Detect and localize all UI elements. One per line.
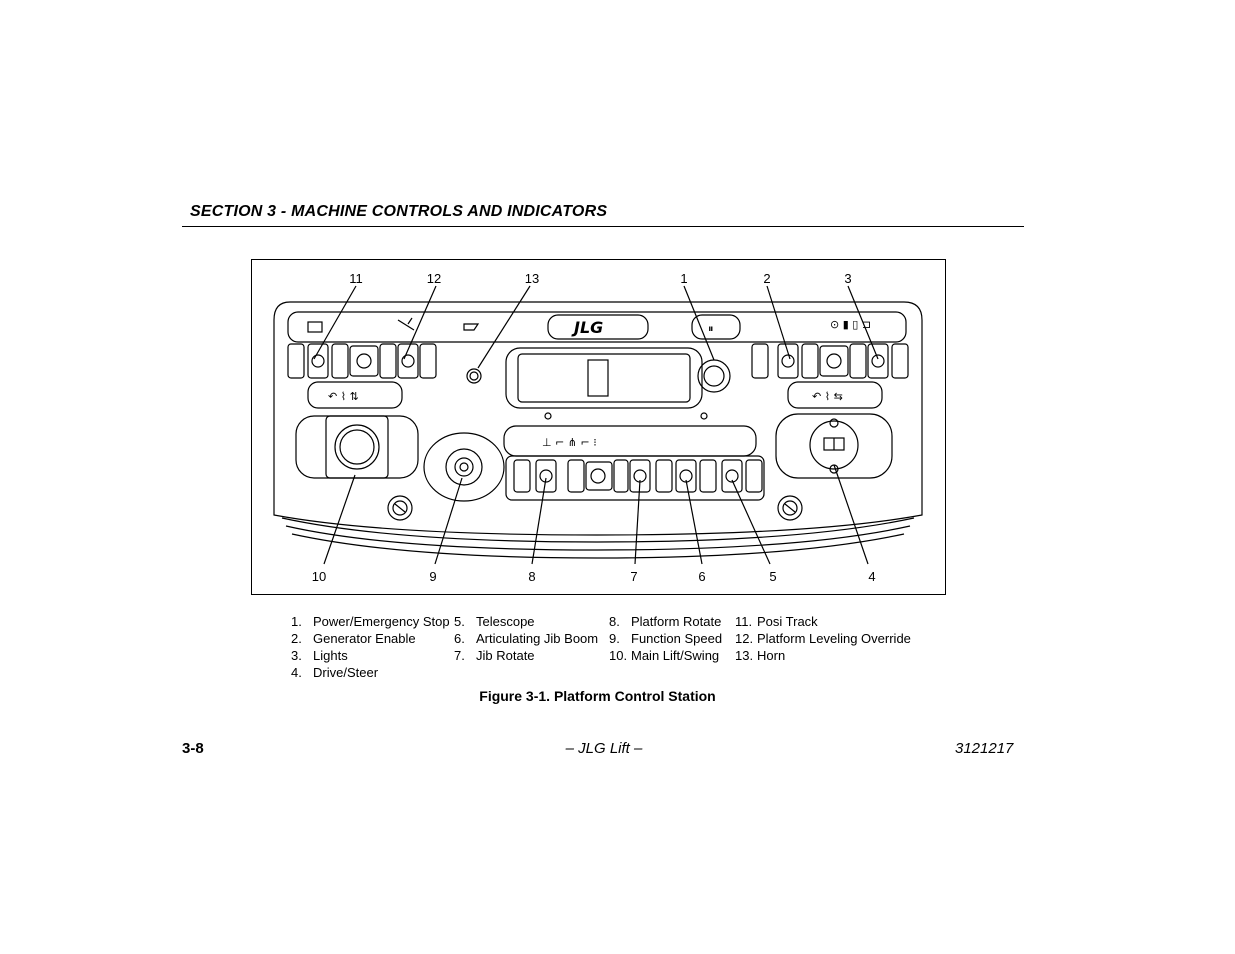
svg-text:↶ ⌇ ⇅: ↶ ⌇ ⇅	[328, 390, 359, 403]
legend-item: 9.Function Speed	[609, 631, 723, 646]
legend-item: 11.Posi Track	[735, 614, 818, 629]
callout-9: 9	[429, 569, 436, 584]
callout-7: 7	[630, 569, 637, 584]
legend-item: 13.Horn	[735, 648, 786, 663]
callout-11: 11	[349, 271, 363, 286]
legend-item: 12.Platform Leveling Override	[735, 631, 911, 646]
legend-column-4: 11.Posi Track 12.Platform Leveling Overr…	[735, 613, 911, 664]
legend-item: 10.Main Lift/Swing	[609, 648, 720, 663]
callout-4: 4	[868, 569, 875, 584]
legend-item: 6.Articulating Jib Boom	[454, 631, 599, 646]
legend-item: 4.Drive/Steer	[291, 665, 379, 680]
footer-title: – JLG Lift –	[565, 740, 643, 757]
callout-3: 3	[844, 271, 851, 286]
legend-column-3: 8.Platform Rotate 9.Function Speed 10.Ma…	[609, 613, 722, 664]
callout-1: 1	[680, 271, 687, 286]
svg-text:⊥ ⌐ ⋔ ⌐ ⁝: ⊥ ⌐ ⋔ ⌐ ⁝	[542, 436, 597, 449]
legend-item: 8.Platform Rotate	[609, 614, 722, 629]
figure-caption: Figure 3-1. Platform Control Station	[479, 688, 716, 704]
header-rule	[182, 226, 1024, 227]
callout-12: 12	[427, 271, 441, 286]
page-number: 3-8	[182, 740, 204, 757]
callout-10: 10	[312, 569, 326, 584]
svg-text:↶ ⌇ ⇆: ↶ ⌇ ⇆	[812, 390, 843, 403]
legend-item: 2.Generator Enable	[291, 631, 416, 646]
legend-item: 7.Jib Rotate	[454, 648, 535, 663]
svg-text:⏸: ⏸	[708, 322, 714, 335]
legend-item: 3.Lights	[291, 648, 348, 663]
callout-2: 2	[763, 271, 770, 286]
doc-number: 3121217	[955, 740, 1014, 757]
svg-text:⊙ ▮ ▯ ⊐: ⊙ ▮ ▯ ⊐	[830, 318, 871, 331]
callout-6: 6	[698, 569, 705, 584]
legend-item: 1.Power/Emergency Stop	[291, 614, 450, 629]
jlg-logo: JLG	[571, 318, 603, 337]
legend-column-2: 5.Telescope 6.Articulating Jib Boom 7.Ji…	[454, 613, 598, 664]
legend-item: 5.Telescope	[454, 614, 535, 629]
platform-control-figure: ↶ ⌇ ⇅ ↶ ⌇ ⇆ ⊥ ⌐ ⋔ ⌐ ⁝ ⊙ ▮ ▯ ⊐ ⏸ JLG 11 1…	[251, 259, 946, 595]
callout-5: 5	[769, 569, 776, 584]
callout-8: 8	[528, 569, 535, 584]
section-title: SECTION 3 - MACHINE CONTROLS AND INDICAT…	[190, 203, 608, 220]
control-panel-drawing: ↶ ⌇ ⇅ ↶ ⌇ ⇆ ⊥ ⌐ ⋔ ⌐ ⁝ ⊙ ▮ ▯ ⊐ ⏸ JLG 11 1…	[273, 271, 923, 584]
callout-13: 13	[525, 271, 539, 286]
legend-column-1: 1.Power/Emergency Stop 2.Generator Enabl…	[291, 613, 450, 681]
